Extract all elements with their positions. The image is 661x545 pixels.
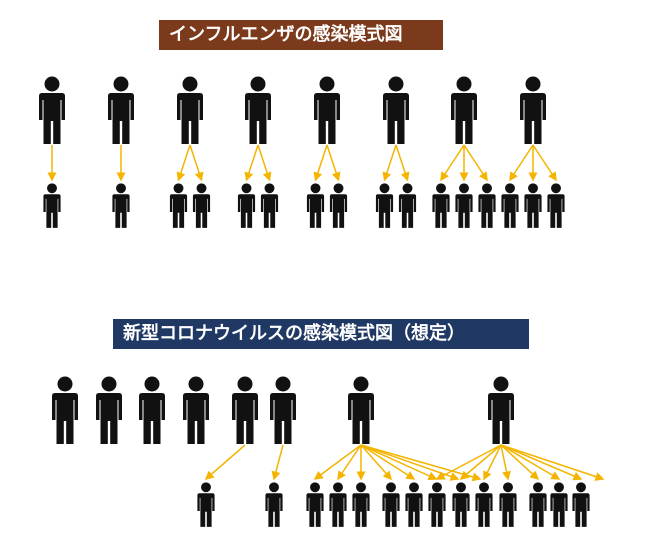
flu-transmission-arrow [509, 144, 534, 182]
covid-infected-person [572, 482, 590, 527]
covid-transmission-arrow [500, 444, 511, 481]
covid-parent-person [348, 376, 374, 444]
covid-transmission-arrow [360, 444, 392, 481]
covid-parent-person [270, 376, 296, 444]
covid-infected-person [550, 482, 568, 527]
covid-infected-person [197, 482, 215, 527]
flu-transmission-arrow [257, 144, 272, 182]
covid-transmission-arrow [360, 444, 482, 482]
flu-parent-person [383, 76, 409, 144]
covid-infected-person [499, 482, 517, 527]
flu-infected-person [375, 183, 394, 228]
covid-infected-person [382, 482, 400, 527]
flu-infected-person [169, 183, 188, 228]
covid-parent-person [96, 376, 122, 444]
flu-infected-person [524, 183, 542, 228]
flu-parent-person [177, 76, 203, 144]
flu-parent-person [39, 76, 65, 144]
covid-transmission-arrow [500, 444, 605, 481]
flu-infected-person [112, 183, 130, 228]
flu-parent-person [245, 76, 271, 144]
covid-transmission-arrow [500, 444, 540, 481]
flu-transmission-arrow [532, 144, 557, 182]
flu-transmission-arrow [463, 144, 488, 182]
flu-transmission-arrow [176, 144, 191, 182]
flu-parent-person [451, 76, 477, 144]
flu-transmission-arrow [326, 144, 341, 182]
flu-infected-person [306, 183, 325, 228]
covid-infected-person [329, 482, 347, 527]
covid-transmission-arrow [360, 444, 438, 481]
covid-transmission-arrow [360, 444, 416, 480]
flu-parent-person [520, 76, 546, 144]
covid-transmission-arrow [337, 444, 362, 481]
flu-infected-person [43, 183, 61, 228]
flu-infected-person [260, 183, 279, 228]
flu-infected-person [501, 183, 519, 228]
flu-infected-person [192, 183, 211, 228]
flu-transmission-arrow [382, 144, 397, 182]
covid-infected-person [475, 482, 493, 527]
covid-infected-person [352, 482, 370, 527]
covid-infected-person [405, 482, 423, 527]
flu-infected-person [478, 183, 496, 228]
covid-transmission-arrow [483, 444, 502, 481]
covid-infected-person [452, 482, 470, 527]
covid-transmission-arrow [271, 444, 284, 481]
covid-transmission-arrow [204, 444, 246, 480]
covid-parent-person [488, 376, 514, 444]
flu-transmission-arrow [189, 144, 204, 182]
flu-infected-person [398, 183, 417, 228]
covid-parent-person [52, 376, 78, 444]
covid-infected-person [428, 482, 446, 527]
flu-infected-person [455, 183, 473, 228]
flu-infected-person [432, 183, 450, 228]
flu-infected-person [547, 183, 565, 228]
flu-transmission-arrow [440, 144, 465, 182]
flu-transmission-arrow [395, 144, 410, 182]
covid-infected-person [529, 482, 547, 527]
flu-parent-person [314, 76, 340, 144]
covid-parent-person [232, 376, 258, 444]
influenza-title: インフルエンザの感染模式図 [159, 20, 443, 50]
covid-transmission-arrow [500, 444, 583, 481]
covid-transmission-arrow [435, 444, 502, 480]
covid-title: 新型コロナウイルスの感染模式図（想定） [113, 319, 529, 349]
covid-infected-person [306, 482, 324, 527]
covid-infected-person [265, 482, 283, 527]
flu-infected-person [329, 183, 348, 228]
covid-transmission-arrow [459, 444, 502, 480]
flu-infected-person [237, 183, 256, 228]
flu-transmission-arrow [244, 144, 259, 182]
covid-parent-person [139, 376, 165, 444]
covid-transmission-arrow [313, 444, 362, 480]
covid-parent-person [183, 376, 209, 444]
flu-transmission-arrow [313, 144, 328, 182]
covid-transmission-arrow [500, 444, 561, 480]
flu-parent-person [108, 76, 134, 144]
